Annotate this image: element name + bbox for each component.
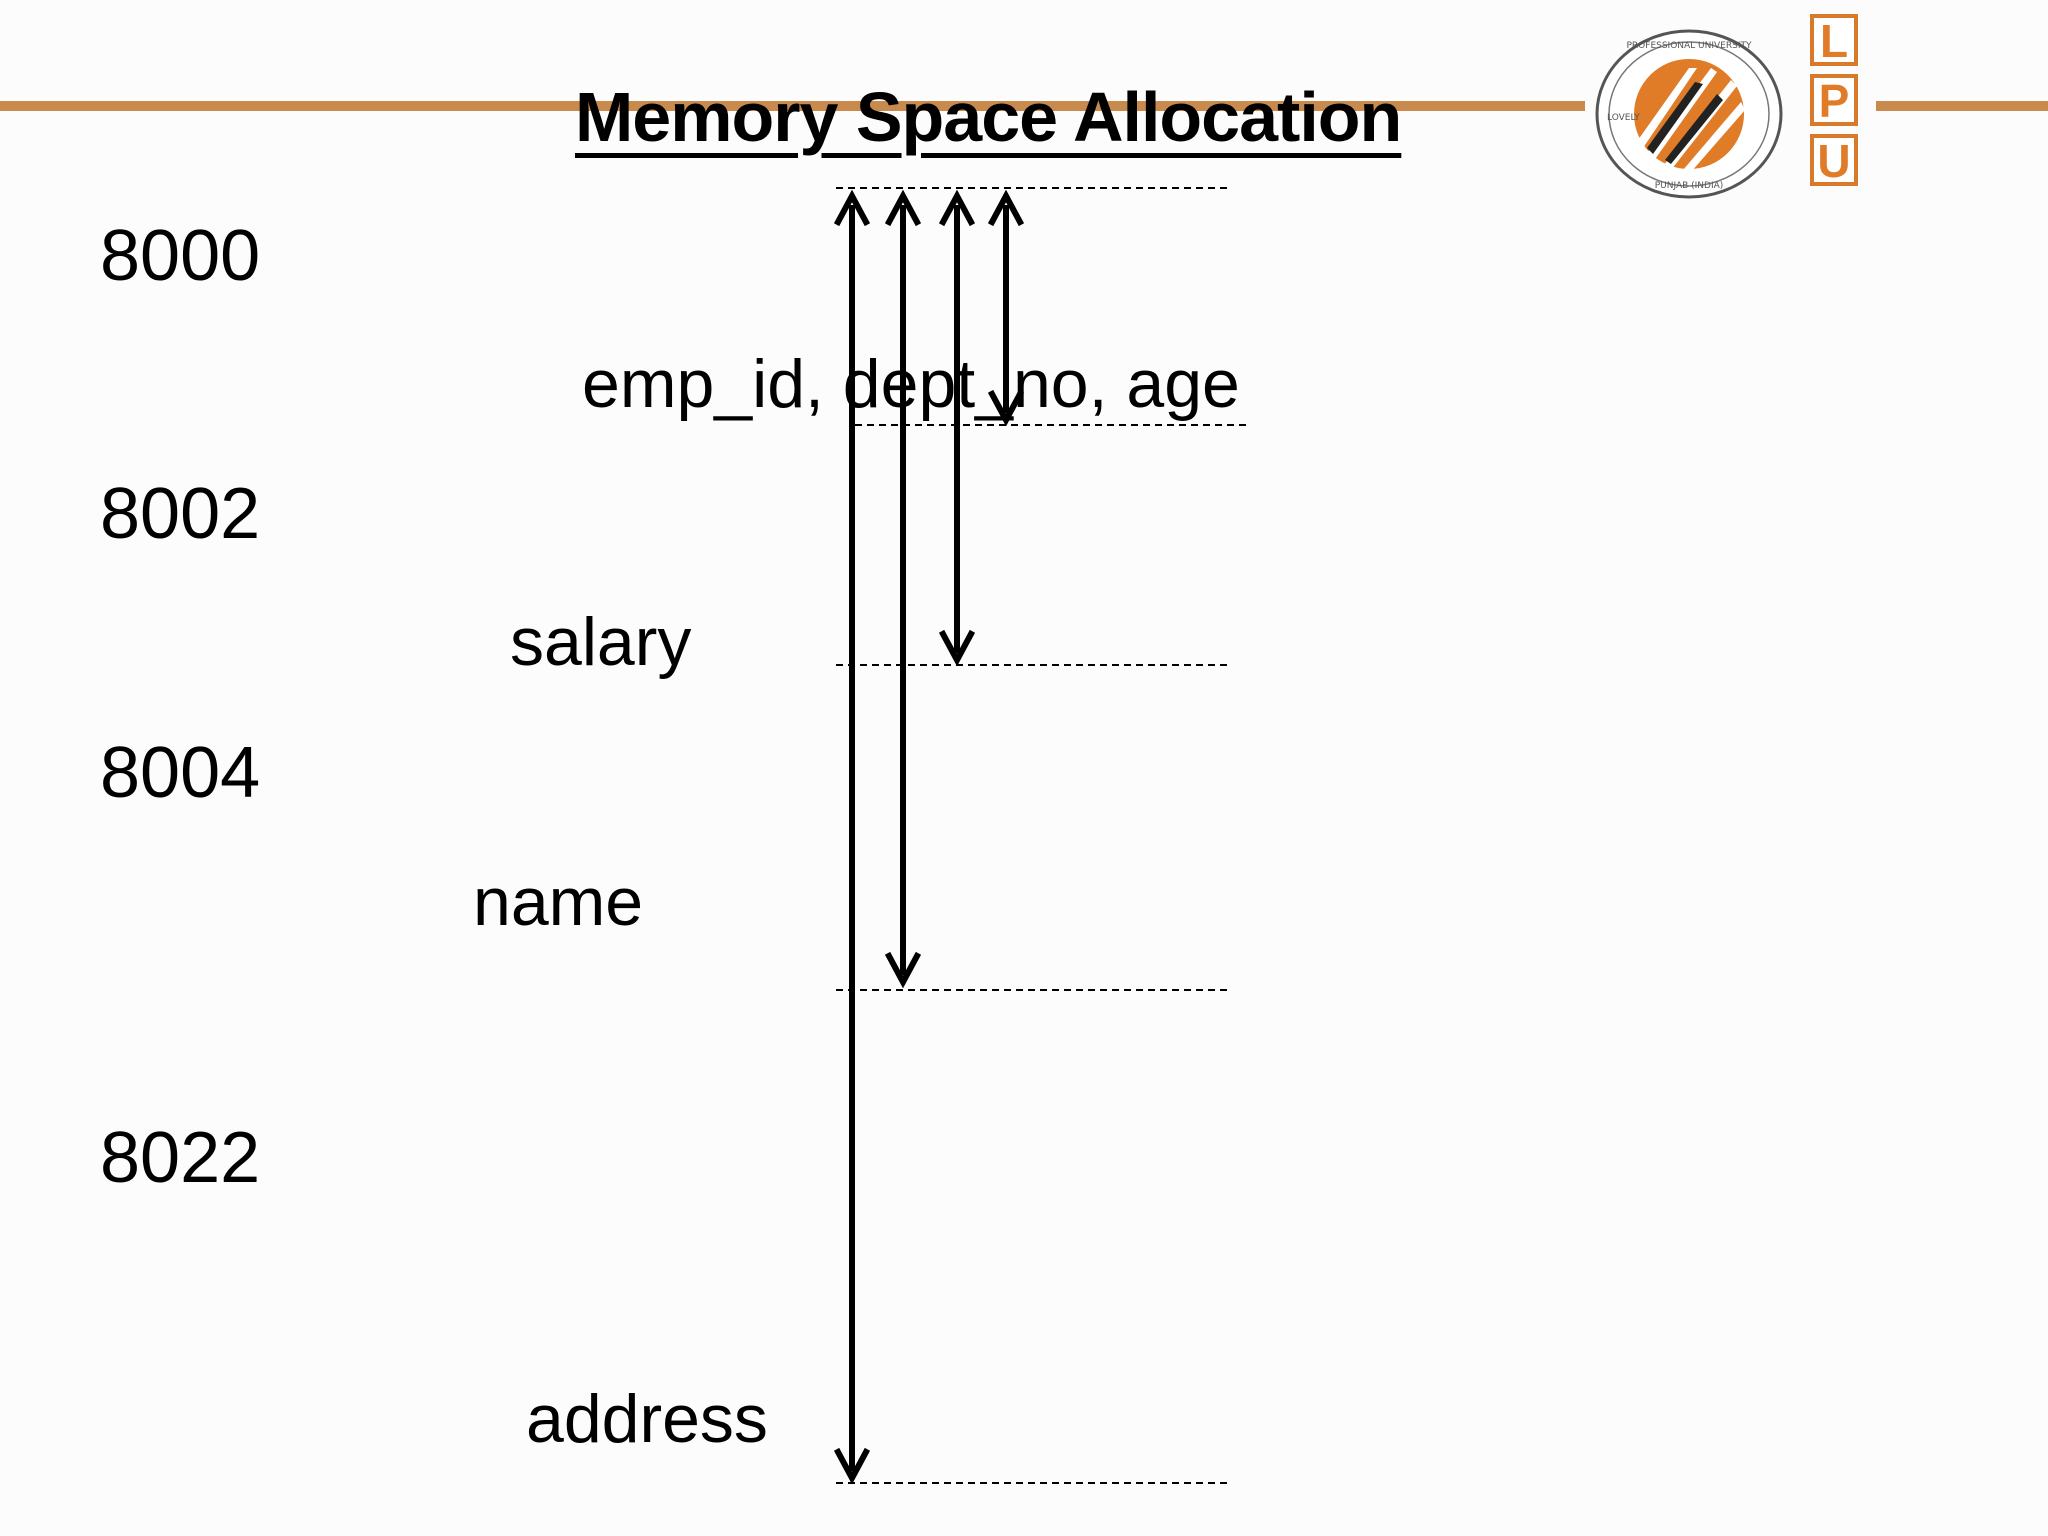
down-arrow-icon xyxy=(938,629,976,667)
seal-text-left: LOVELY xyxy=(1607,113,1640,123)
field-label-salary: salary xyxy=(510,604,692,680)
university-seal-logo: PROFESSIONAL UNIVERSITY LOVELY PUNJAB (I… xyxy=(1595,29,1783,199)
field-label-emp-id-dept-no-age: emp_id, dept_no, age xyxy=(582,346,1240,422)
logo-letter-p: P xyxy=(1810,74,1858,126)
logo-letter-u: U xyxy=(1810,134,1858,186)
address-label-8004: 8004 xyxy=(100,733,261,813)
address-label-8000: 8000 xyxy=(100,216,261,296)
up-arrow-icon xyxy=(833,189,871,227)
down-arrow-icon xyxy=(987,389,1025,427)
header-rule-right xyxy=(1876,101,2048,111)
seal-text-top: PROFESSIONAL UNIVERSITY xyxy=(1627,41,1752,51)
seal-text-bottom: PUNJAB (INDIA) xyxy=(1655,181,1724,191)
field-label-address: address xyxy=(526,1381,768,1457)
address-label-8002: 8002 xyxy=(100,474,261,554)
down-arrow-icon xyxy=(833,1447,871,1485)
up-arrow-icon xyxy=(938,189,976,227)
header-rule-left xyxy=(0,101,1585,111)
down-arrow-icon xyxy=(884,951,922,989)
up-arrow-icon xyxy=(987,189,1025,227)
logo-letter-l: L xyxy=(1810,14,1858,66)
up-arrow-icon xyxy=(884,189,922,227)
address-label-8022: 8022 xyxy=(100,1118,261,1198)
field-label-name: name xyxy=(473,864,644,940)
slide-title: Memory Space Allocation xyxy=(575,78,1402,156)
